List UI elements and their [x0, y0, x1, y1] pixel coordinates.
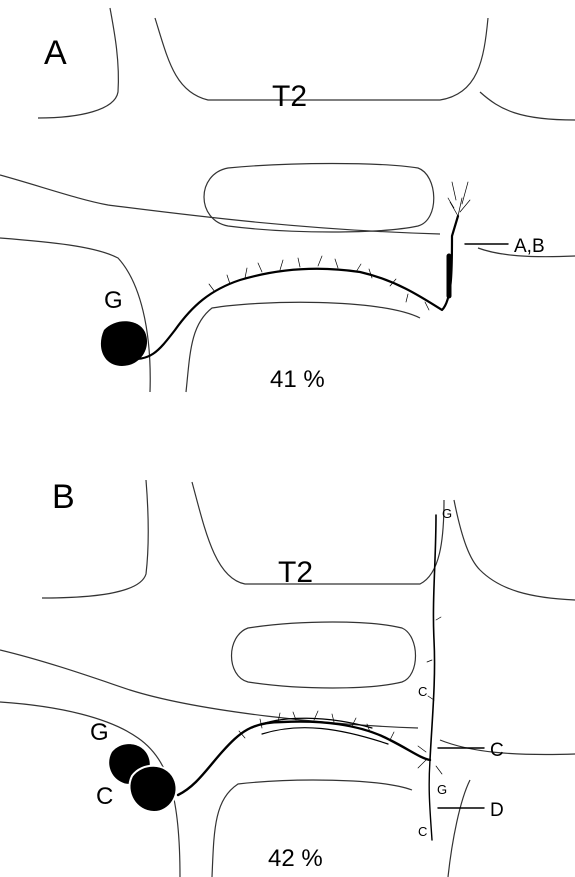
panel-a-cell-label-g: G	[104, 287, 123, 314]
panel-b: B T2 G C C D G C G C 42 %	[0, 478, 575, 877]
panel-b-ganglion-label: T2	[278, 556, 313, 589]
panel-a-outline-top-right	[480, 92, 575, 120]
panel-b-outline-right-bottom	[448, 780, 470, 877]
panel-b-percentage: 42 %	[268, 845, 323, 872]
panel-a-letter: A	[44, 34, 67, 72]
panel-a-axon-label: A,B	[514, 236, 545, 257]
panel-a-outline-top-center	[155, 18, 488, 100]
panel-b-connective-label-c-upper: C	[418, 684, 427, 699]
panel-a-outline-left-lower	[0, 238, 150, 392]
panel-b-outline-right-lower	[440, 740, 575, 754]
panel-a-neuron-fine-processes	[209, 182, 470, 310]
panel-b-connective-label-g-lower: G	[437, 782, 447, 797]
panel-a-connective-hole	[204, 164, 434, 233]
panel-a-ganglion-label: T2	[272, 80, 307, 113]
panel-b-connective-hole	[232, 622, 416, 688]
panel-b-outline-left-mid	[0, 650, 418, 728]
panel-b-letter: B	[52, 478, 75, 516]
panel-b-connective-label-c-bottom: C	[418, 824, 427, 839]
panel-a-percentage: 41 %	[270, 366, 325, 393]
panel-b-outline-top-center	[192, 482, 444, 584]
panel-b-cell-label-g: G	[90, 719, 109, 746]
panel-b-connective-label-g-top: G	[442, 506, 452, 521]
panel-a-neuron	[101, 182, 508, 366]
panel-b-cell-body-c	[129, 766, 176, 812]
panel-a-neuron-axon	[126, 216, 458, 359]
panel-a: A T2 G A,B 41 %	[0, 8, 575, 393]
panel-b-neuron-connective-ascending	[430, 515, 436, 760]
panel-b-cell-label-c: C	[96, 783, 113, 810]
panel-b-axon-label-d: D	[490, 800, 504, 821]
panel-b-neuron-connective-descending	[429, 760, 432, 840]
panel-b-axon-label-c: C	[490, 740, 504, 761]
panel-b-neuron-axon	[178, 722, 430, 795]
panel-a-outline-left-mid	[0, 175, 440, 234]
panel-b-outline-top-right	[454, 500, 575, 600]
